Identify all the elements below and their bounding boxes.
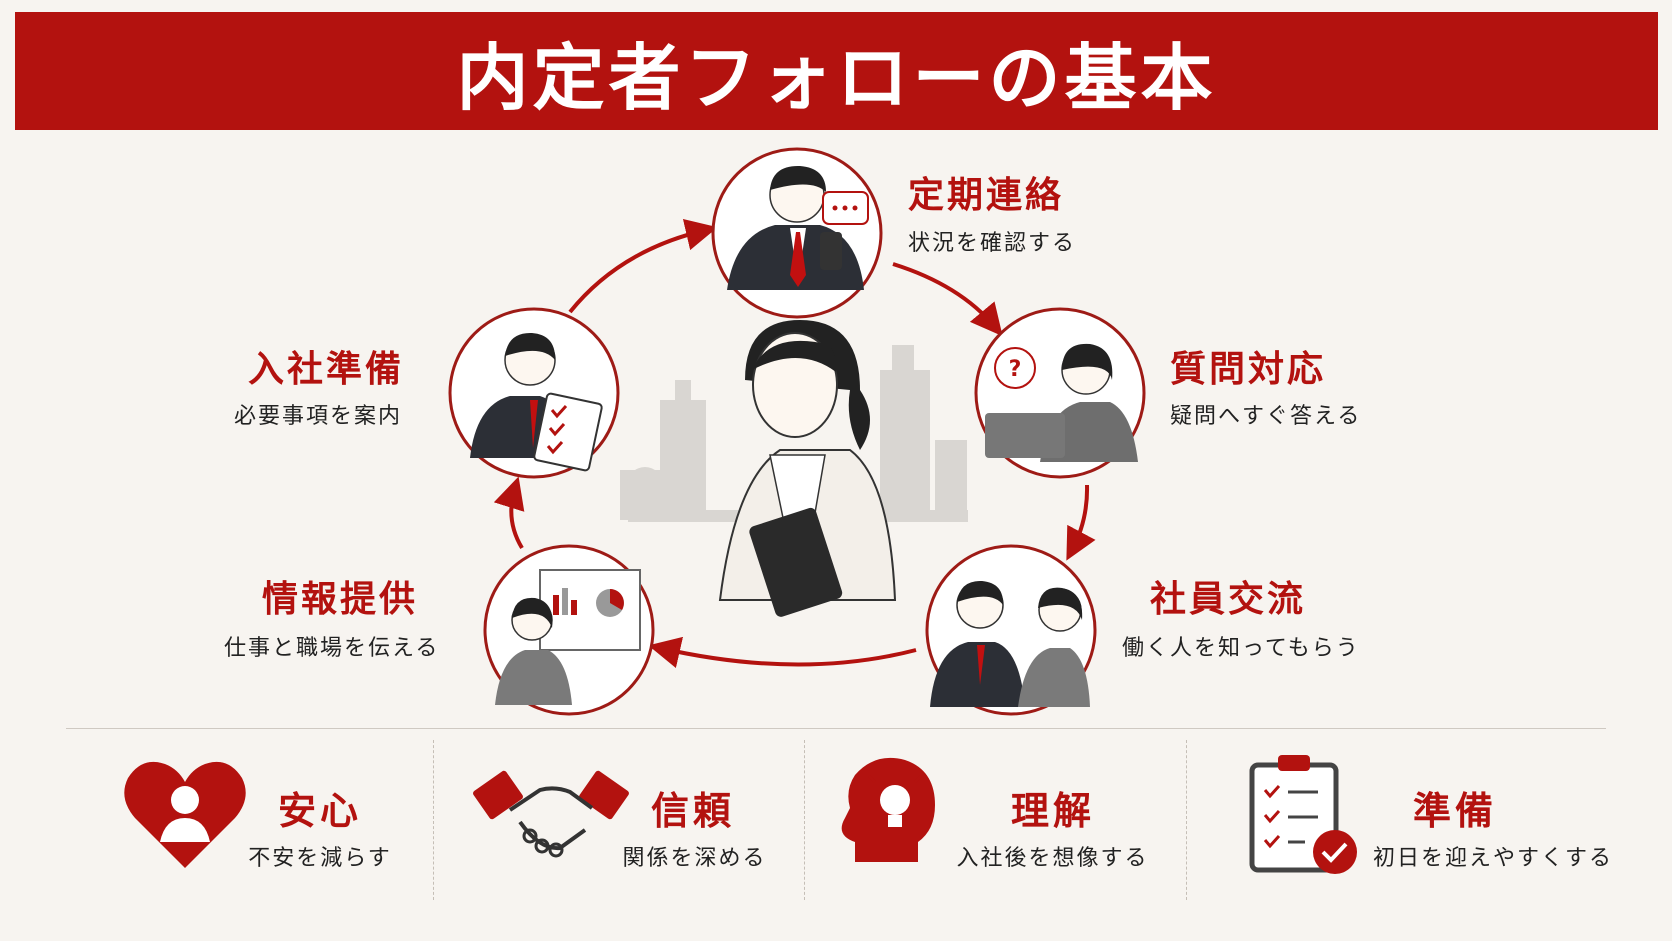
benefit-title-preparation: 準備 [1412,788,1497,833]
handshake-icon [473,770,629,858]
benefit-desc-preparation: 初日を迎えやすくする [1372,846,1613,871]
arrow-to-regular-contact [568,218,718,314]
arrow-to-question-response [892,262,1003,337]
heart-person-icon [124,761,246,868]
lightbulb-head-icon [841,757,935,862]
step-desc-question-response: 疑問へすぐ答える [1170,404,1362,429]
step-desc-staff-exchange: 働く人を知ってもらう [1122,636,1360,661]
step-circle-regular-contact [711,147,883,319]
step-circle-onboarding-prep [448,307,620,479]
arrow-to-staff-exchange [1066,484,1096,561]
benefit-divider [433,740,434,900]
step-desc-onboarding-prep: 必要事項を案内 [234,404,403,429]
benefit-desc-trust: 関係を深める [622,846,767,871]
conversation-icon [930,642,1025,707]
step-desc-regular-contact: 状況を確認する [908,231,1077,256]
benefit-divider [804,740,805,900]
benefit-title-reassurance: 安心 [277,788,362,833]
cycle-arrows [493,218,1096,669]
step-circle-info-provision [483,544,655,716]
benefit-desc-understanding: 入社後を想像する [956,846,1149,871]
step-title-info-provision: 情報提供 [262,578,419,620]
svg-text:?: ? [1009,357,1022,382]
smartphone-chat-icon [820,232,842,270]
employee-figure [718,320,897,617]
center-illustration [620,320,968,617]
arrow-to-info-provision [648,636,917,669]
benefit-divider [1186,740,1187,900]
step-circle-question-response: ? [974,307,1146,479]
step-title-question-response: 質問対応 [1170,348,1327,390]
step-title-regular-contact: 定期連絡 [908,174,1065,216]
step-title-onboarding-prep: 入社準備 [248,348,405,390]
title-banner: 内定者フォローの基本 [15,12,1658,130]
benefit-desc-reassurance: 不安を減らす [248,846,392,871]
checklist-clipboard-icon [533,392,603,472]
step-desc-info-provision: 仕事と職場を伝える [224,636,440,661]
benefit-title-understanding: 理解 [1010,788,1095,833]
arrow-to-onboarding-prep [493,476,525,550]
benefit-title-trust: 信頼 [650,788,735,833]
question-laptop-icon [985,413,1065,458]
section-divider [66,728,1606,729]
step-title-staff-exchange: 社員交流 [1150,578,1307,620]
step-circle-staff-exchange [925,544,1097,716]
clipboard-check-icon [1249,755,1357,874]
page-title: 内定者フォローの基本 [456,34,1217,120]
